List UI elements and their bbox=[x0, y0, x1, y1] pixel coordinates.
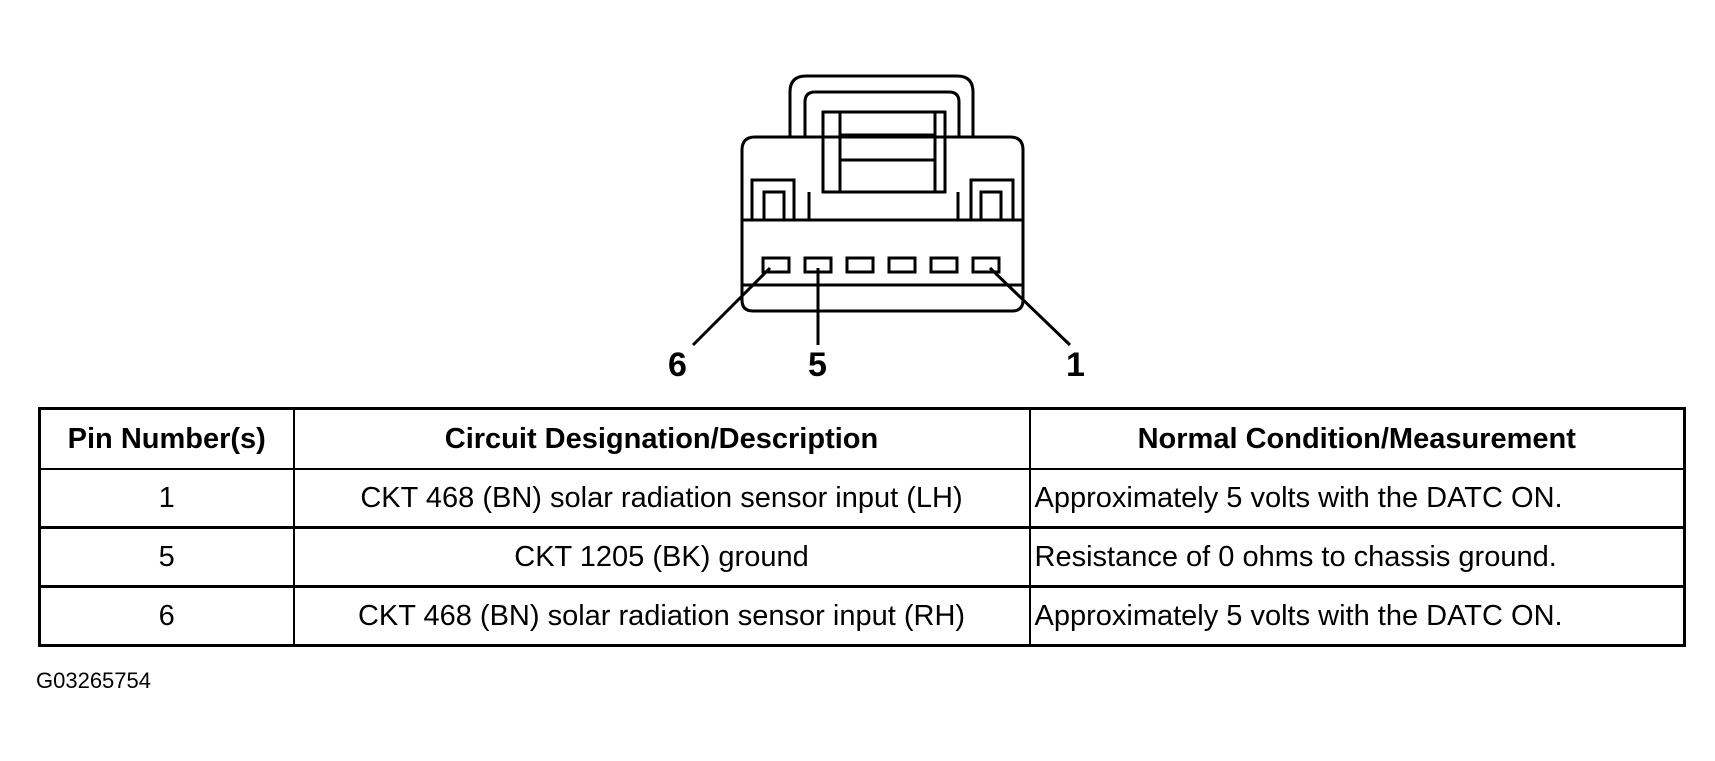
header-normal-condition: Normal Condition/Measurement bbox=[1028, 407, 1686, 470]
pin-cavity-6 bbox=[761, 256, 791, 274]
pin-label-1: 1 bbox=[1066, 346, 1085, 384]
table-row: 6 CKT 468 (BN) solar radiation sensor in… bbox=[38, 585, 1686, 647]
pin-label-5: 5 bbox=[808, 346, 827, 384]
pin-cavity-2 bbox=[929, 256, 959, 274]
pin-label-6: 6 bbox=[668, 346, 687, 384]
leader-line-pin-6 bbox=[691, 266, 772, 347]
cell-circuit-description: CKT 468 (BN) solar radiation sensor inpu… bbox=[292, 468, 1031, 529]
header-pin-number: Pin Number(s) bbox=[38, 407, 295, 470]
cell-pin-number: 6 bbox=[38, 585, 295, 647]
pin-table: Pin Number(s) Circuit Designation/Descri… bbox=[38, 407, 1686, 647]
connector-side-lock-left bbox=[750, 178, 796, 222]
cell-pin-number: 1 bbox=[38, 468, 295, 529]
cell-normal-condition: Approximately 5 volts with the DATC ON. bbox=[1028, 585, 1686, 647]
header-circuit-description: Circuit Designation/Description bbox=[292, 407, 1031, 470]
figure-id: G03265754 bbox=[36, 668, 151, 693]
connector-lock-tab-outer bbox=[788, 74, 975, 138]
table-row: 1 CKT 468 (BN) solar radiation sensor in… bbox=[38, 468, 1686, 529]
pin-cavity-1 bbox=[971, 256, 1001, 274]
pin-cavity-4 bbox=[845, 256, 875, 274]
connector-diagram bbox=[691, 74, 1072, 347]
connector-body bbox=[740, 135, 1025, 313]
connector-lock-tab-inner bbox=[803, 90, 961, 138]
cell-circuit-description: CKT 468 (BN) solar radiation sensor inpu… bbox=[292, 585, 1031, 647]
table-header-row: Pin Number(s) Circuit Designation/Descri… bbox=[38, 407, 1686, 470]
pin-cavity-3 bbox=[887, 256, 917, 274]
leader-line-pin-1 bbox=[988, 266, 1072, 347]
connector-latch bbox=[821, 110, 947, 194]
cell-circuit-description: CKT 1205 (BK) ground bbox=[292, 526, 1031, 588]
connector-side-lock-right bbox=[969, 178, 1015, 222]
cell-pin-number: 5 bbox=[38, 526, 295, 588]
table-row: 5 CKT 1205 (BK) ground Resistance of 0 o… bbox=[38, 526, 1686, 588]
cell-normal-condition: Resistance of 0 ohms to chassis ground. bbox=[1028, 526, 1686, 588]
cell-normal-condition: Approximately 5 volts with the DATC ON. bbox=[1028, 468, 1686, 529]
